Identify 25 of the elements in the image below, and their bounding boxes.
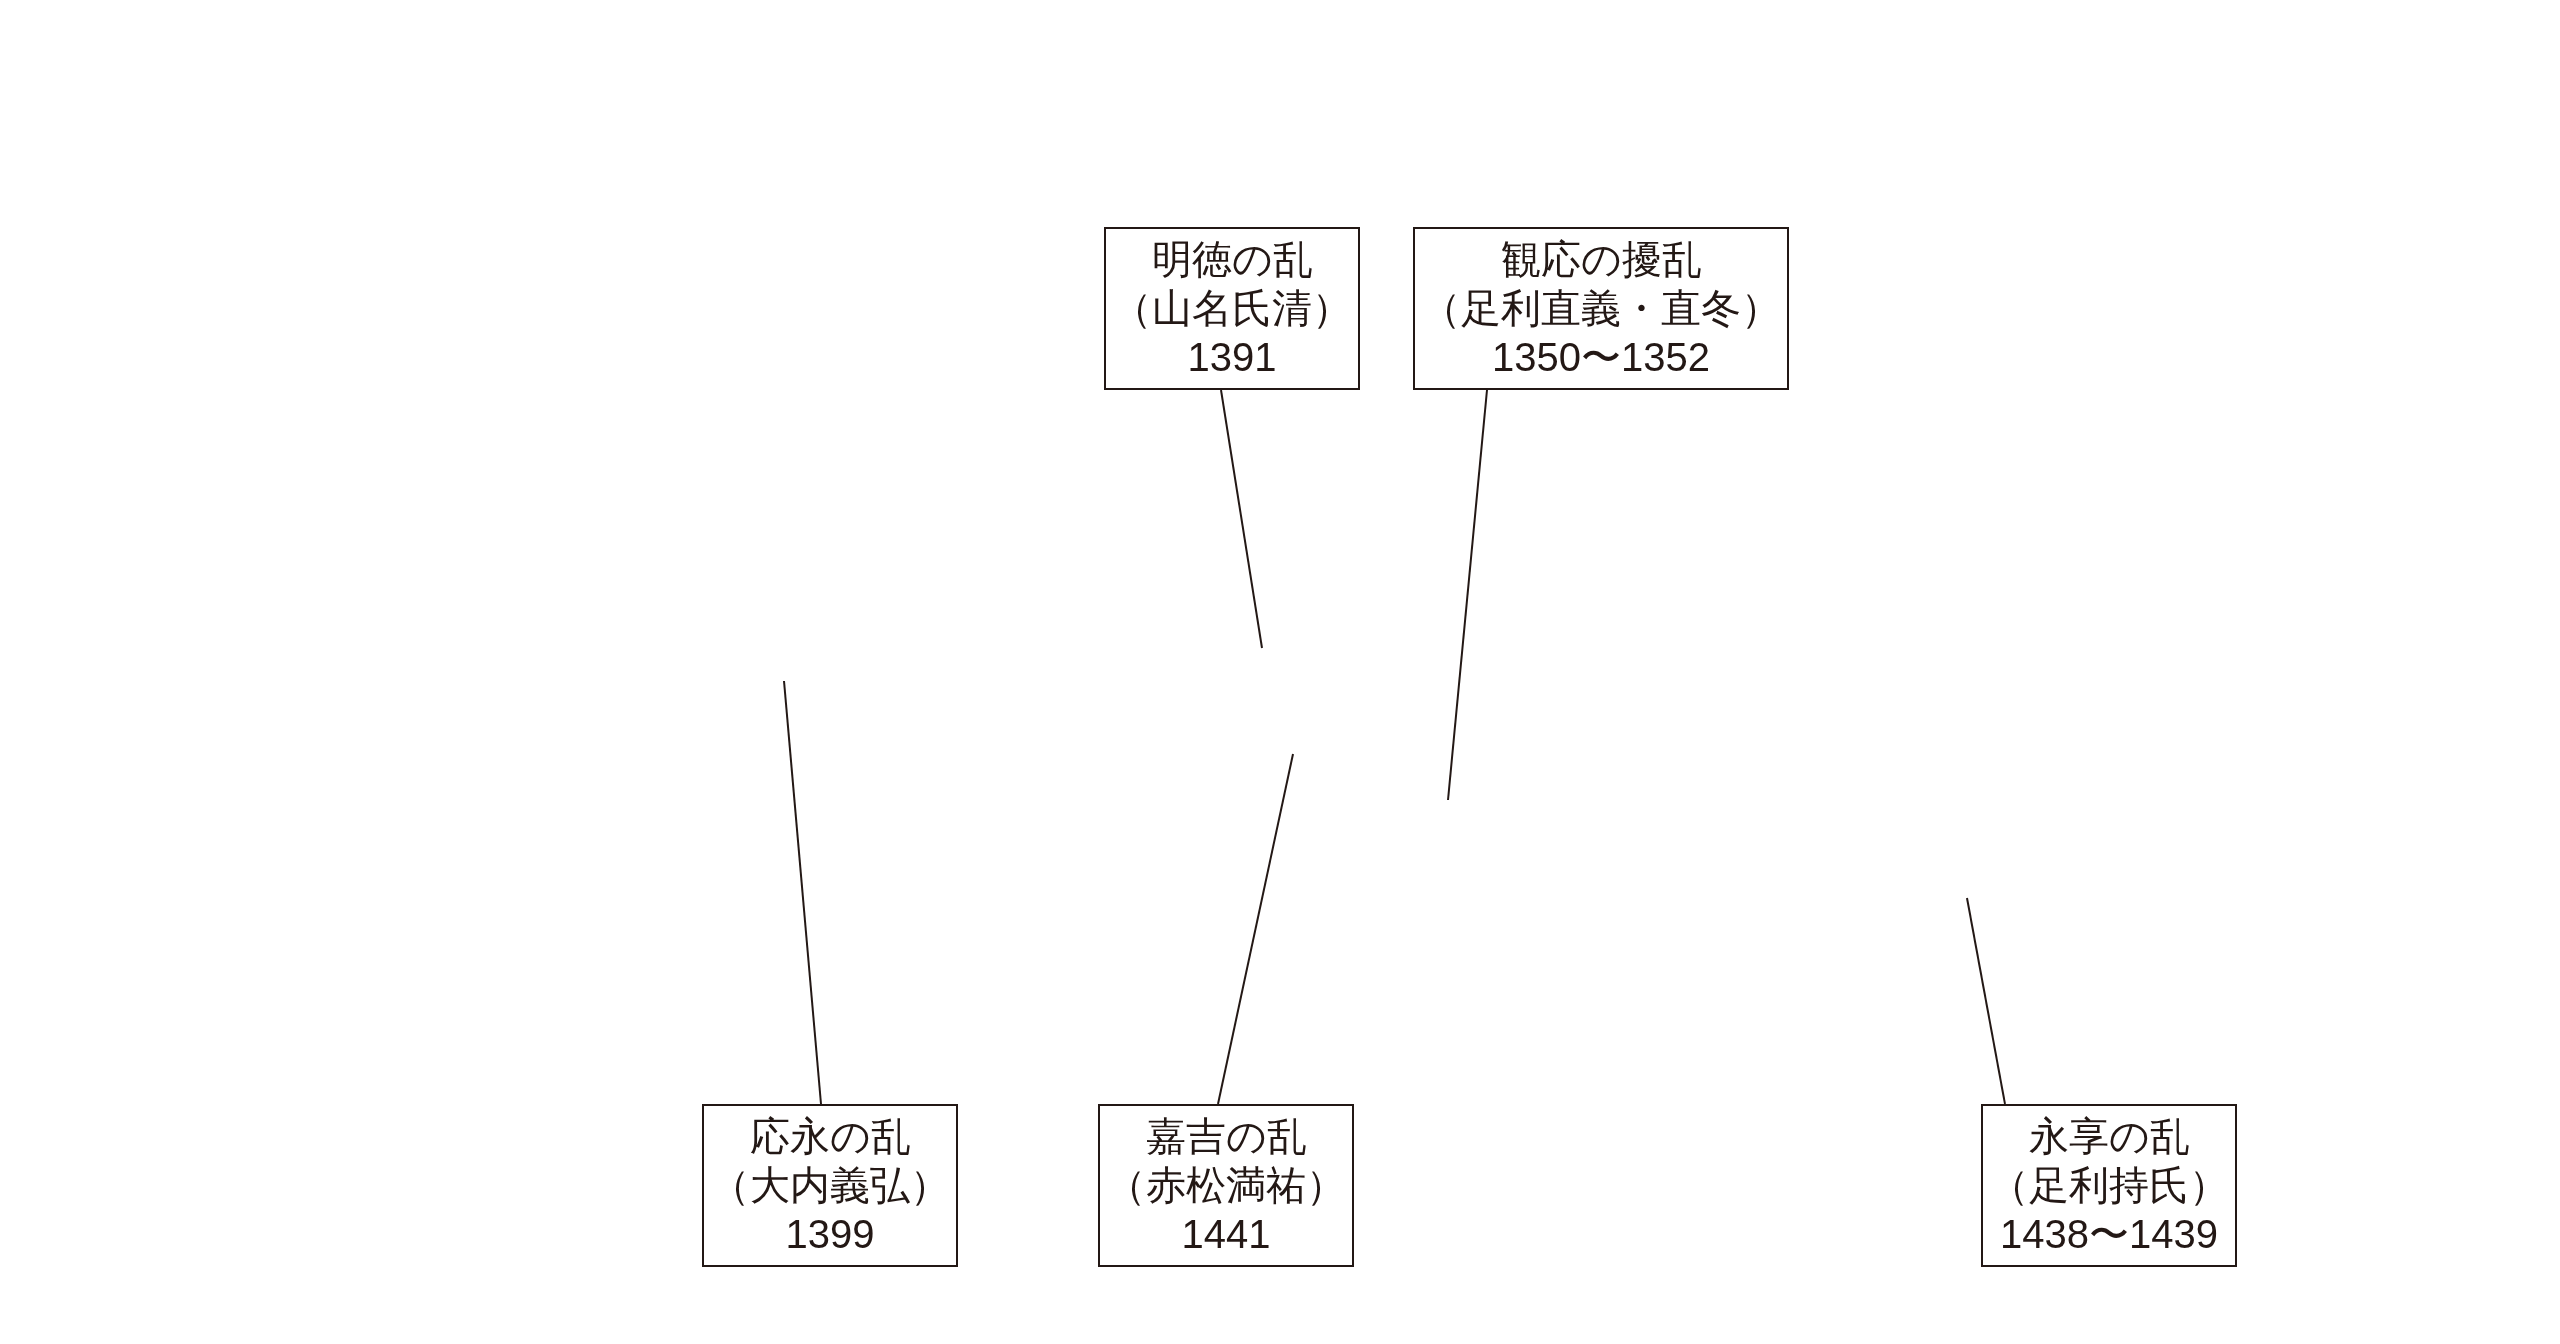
year-label: 1399 (785, 1211, 875, 1258)
leader-line (783, 680, 822, 1105)
leader-line (1966, 897, 2006, 1105)
event-name: 応永の乱 (749, 1113, 911, 1160)
event-name: 明徳の乱 (1151, 236, 1313, 283)
person-name: （足利持氏） (1989, 1162, 2229, 1209)
callout-box (702, 1104, 958, 1267)
event-name: 嘉吉の乱 (1145, 1113, 1307, 1160)
year-label: 1441 (1181, 1211, 1271, 1258)
person-name: （大内義弘） (710, 1162, 950, 1209)
person-name: （山名氏清） (1112, 285, 1352, 332)
callout-box (1413, 227, 1789, 390)
event-name: 永享の乱 (2028, 1113, 2190, 1160)
person-name: （足利直義・直冬） (1421, 285, 1781, 332)
year-label: 1391 (1187, 334, 1277, 381)
callout-box (1098, 1104, 1354, 1267)
year-label: 1350〜1352 (1492, 334, 1710, 381)
leader-line (1220, 389, 1263, 649)
leader-line (1447, 389, 1488, 801)
leader-line (1217, 753, 1294, 1105)
event-name: 観応の擾乱 (1500, 236, 1702, 283)
person-name: （赤松満祐） (1106, 1162, 1346, 1209)
callout-box (1104, 227, 1360, 390)
callout-box (1981, 1104, 2237, 1267)
year-label: 1438〜1439 (2000, 1211, 2218, 1258)
